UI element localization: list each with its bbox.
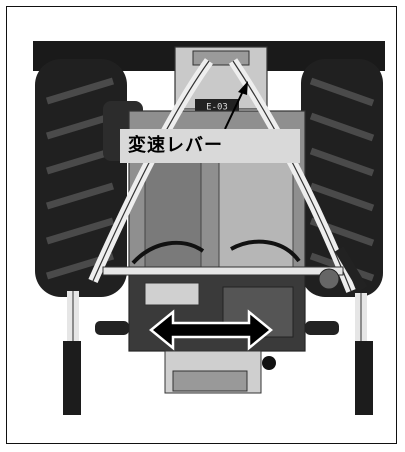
left-grip — [63, 341, 81, 415]
figure-frame: E-03 — [6, 6, 397, 444]
right-grip — [355, 341, 373, 415]
callout-pointer-icon — [224, 81, 248, 130]
right-tire-icon — [301, 59, 383, 297]
model-badge — [195, 99, 239, 112]
tiller-illustration: E-03 — [33, 41, 385, 415]
shift-lever-callout: 変速レバー — [120, 129, 300, 163]
model-badge-text: E-03 — [206, 103, 228, 113]
double-arrow-icon — [149, 309, 273, 351]
left-tire-icon — [35, 59, 143, 297]
